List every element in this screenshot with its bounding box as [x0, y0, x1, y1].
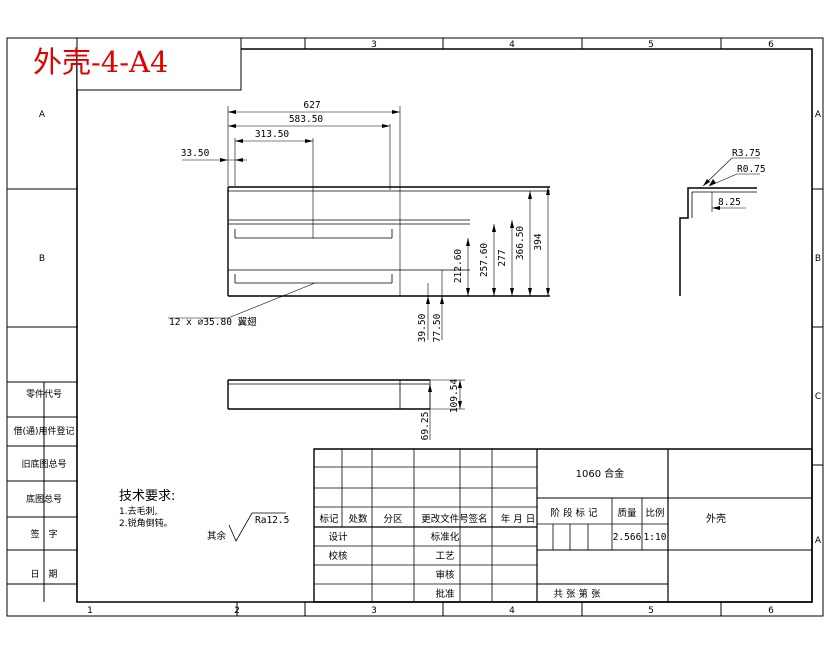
- dim-366-50: 366.50: [515, 226, 526, 261]
- dim-77-50: 77.50: [432, 313, 443, 342]
- dim-r3-75: R3.75: [732, 148, 761, 159]
- title-block-text: 1060 合金 外壳 标记 处数 分区 更改文件号 签名 年 月 日 阶 段 标…: [319, 467, 726, 600]
- material-text: 1060 合金: [576, 467, 625, 480]
- dim-8-25: 8.25: [718, 197, 741, 208]
- title-box: [77, 38, 241, 90]
- zone-row-label: A: [39, 110, 46, 120]
- gongyi-label: 工艺: [435, 551, 454, 562]
- plan-view: [168, 106, 550, 340]
- zone-row-label: A: [815, 536, 822, 546]
- zone-col-label: 4: [509, 606, 515, 616]
- side-arrows: [428, 380, 462, 409]
- zone-col-label: 1: [87, 606, 93, 616]
- zone-grid: [7, 38, 823, 616]
- zone-col-label: 5: [648, 40, 654, 50]
- dim-257-60: 257.60: [479, 243, 490, 278]
- col-qianming: 签名: [468, 513, 487, 525]
- mass-label: 质量: [617, 507, 637, 519]
- scale-label: 比例: [645, 507, 664, 519]
- label-signature: 签 字: [30, 528, 57, 540]
- zone-col-label: 3: [371, 606, 377, 616]
- tech-item-1: 1.去毛刺,: [119, 505, 157, 517]
- dim-583-50: 583.50: [289, 114, 324, 125]
- scale-value: 1:10: [644, 532, 667, 543]
- dim-313-50: 313.50: [255, 129, 290, 140]
- label-date: 日 期: [30, 569, 57, 580]
- dim-33-50: 33.50: [181, 148, 210, 159]
- zone-col-label: 6: [768, 40, 774, 50]
- stage-label: 阶 段 标 记: [550, 507, 598, 519]
- dim-277: 277: [497, 249, 508, 266]
- part-name-text: 外壳: [706, 512, 726, 525]
- label-base-no: 底图总号: [26, 493, 62, 505]
- biaozhunhua-label: 标准化: [431, 531, 460, 543]
- dim-627: 627: [303, 100, 320, 111]
- zone-labels: 2 3 4 5 6 1 2 3 4 5 6 A B A B C A: [39, 40, 822, 616]
- sheji-label: 设计: [328, 531, 348, 543]
- dim-109-54: 109.54: [449, 379, 460, 414]
- tech-item-2: 2.锐角倒钝。: [119, 517, 173, 529]
- mass-value: 2.566: [613, 532, 642, 543]
- slot-callout: 12 x ∅35.80 翼翅: [169, 316, 257, 328]
- zone-col-label: 5: [648, 606, 654, 616]
- side-view: [228, 380, 465, 440]
- zone-col-label: 4: [509, 40, 515, 50]
- zone-row-label: A: [815, 110, 822, 120]
- dim-39-50: 39.50: [417, 313, 428, 342]
- col-chushu: 处数: [348, 513, 368, 525]
- dim-394: 394: [533, 233, 544, 250]
- label-borrowed-reg: 借(通)用件登记: [13, 425, 74, 437]
- col-date: 年 月 日: [501, 513, 536, 525]
- detail-arrows: [703, 179, 720, 210]
- col-fenqu: 分区: [383, 514, 403, 525]
- label-part-code: 零件代号: [26, 388, 62, 400]
- drawing-title: 外壳-4-A4: [33, 45, 168, 79]
- dim-r0-75: R0.75: [737, 164, 766, 175]
- detail-view: [680, 158, 760, 296]
- col-gengai: 更改文件号: [421, 513, 469, 525]
- left-label-column: 零件代号 借(通)用件登记 旧底图总号 底图总号 签 字 日 期: [13, 388, 74, 580]
- dimension-arrows: [220, 110, 550, 304]
- dim-212-60: 212.60: [453, 249, 464, 284]
- pizhun-label: 批准: [435, 588, 455, 600]
- dim-69-25: 69.25: [420, 412, 431, 441]
- col-biaoji: 标记: [319, 513, 339, 525]
- label-old-base-no: 旧底图总号: [21, 458, 66, 470]
- zone-col-label: 3: [371, 40, 377, 50]
- zone-row-label: B: [815, 254, 821, 264]
- shenhe-label: 审核: [435, 569, 455, 581]
- zone-col-label: 2: [234, 606, 240, 616]
- roughness-symbol: [229, 513, 286, 541]
- outer-border: [7, 38, 823, 616]
- roughness-value: Ra12.5: [255, 515, 289, 526]
- jiaohe-label: 校核: [328, 550, 348, 562]
- sheets-label: 共 张 第 张: [553, 588, 601, 600]
- zone-row-label: B: [39, 254, 45, 264]
- title-block-lines: [314, 449, 812, 602]
- plan-dimensions: 627 583.50 313.50 33.50 394 366.50 277 2…: [169, 100, 544, 342]
- zone-row-label: C: [815, 392, 821, 402]
- roughness-prefix: 其余: [207, 530, 227, 542]
- tech-heading: 技术要求:: [119, 489, 175, 504]
- zone-col-label: 6: [768, 606, 774, 616]
